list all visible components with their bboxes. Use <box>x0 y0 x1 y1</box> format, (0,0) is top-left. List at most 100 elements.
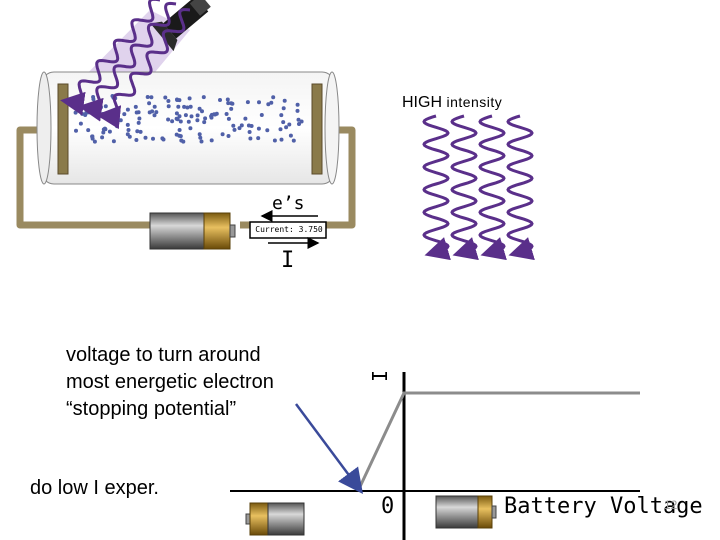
electron-dot <box>281 120 286 125</box>
electron-dot <box>256 136 261 141</box>
stopping-potential-text: voltage to turn around most energetic el… <box>66 342 274 423</box>
electron-dot <box>195 113 200 118</box>
anode-plate <box>311 83 323 175</box>
electron-dot <box>295 108 300 113</box>
electron-dot <box>125 122 130 127</box>
electron-dot <box>197 106 202 111</box>
electron-dot <box>177 114 182 119</box>
electron-dot <box>143 135 148 140</box>
electron-dot <box>125 132 130 137</box>
low-intensity-note: do low I exper. <box>30 477 159 499</box>
electron-dot <box>177 133 182 138</box>
incident-waves <box>60 0 191 130</box>
electron-dot <box>138 129 143 134</box>
electron-dot <box>256 126 261 131</box>
meter-readout: Current: 3.750 <box>255 225 323 234</box>
slide-number: 12 <box>664 498 678 512</box>
electron-dot <box>257 100 261 105</box>
electron-dot <box>237 126 242 131</box>
electron-dot <box>111 139 116 144</box>
electron-dot <box>136 120 141 125</box>
electron-dot <box>185 105 190 110</box>
electron-dot <box>135 129 140 134</box>
electron-dot <box>288 133 293 138</box>
incident-wave <box>96 8 191 130</box>
electron-dot <box>279 113 284 118</box>
electron-dot <box>133 104 138 109</box>
electron-dot <box>182 104 187 109</box>
graph-y-axis-label: I <box>368 369 393 383</box>
electron-dot <box>174 116 179 121</box>
electron-dot <box>137 116 142 121</box>
intensity-wave <box>506 114 535 261</box>
electron-dot <box>136 110 141 115</box>
electron-dot <box>265 128 270 133</box>
electron-dot <box>195 118 200 123</box>
high-intensity-waves <box>422 114 535 261</box>
electron-dot <box>281 106 286 111</box>
electron-dot <box>291 138 296 143</box>
stopping-line-1: voltage to turn around <box>66 344 261 366</box>
electron-dot <box>151 136 155 141</box>
electron-dot <box>186 119 191 124</box>
electron-dot <box>232 127 237 132</box>
graph-curve <box>356 391 640 492</box>
electron-dot <box>101 112 105 116</box>
electron-dot <box>297 122 301 126</box>
intensity-word: intensity <box>446 94 503 110</box>
high-word: HIGH <box>402 94 442 111</box>
electron-dot <box>149 95 154 100</box>
electron-dot <box>245 100 250 105</box>
electron-dot <box>282 98 287 103</box>
electron-dot <box>74 128 78 133</box>
electron-dot <box>80 111 85 116</box>
electron-dot <box>188 104 193 109</box>
electron-dot <box>90 134 95 139</box>
electron-dot <box>187 96 192 101</box>
electron-dot <box>299 119 304 124</box>
electron-dot <box>152 113 157 118</box>
intensity-wave <box>450 114 479 261</box>
electron-dot <box>225 97 230 102</box>
electron-dot <box>175 98 180 102</box>
electron-dot <box>209 138 214 143</box>
electron-dot <box>102 126 107 131</box>
electron-dot <box>248 136 253 141</box>
electron-dot <box>230 101 235 106</box>
electron-dot <box>103 104 108 109</box>
electron-dot <box>226 116 231 121</box>
electron-dot <box>147 101 152 106</box>
battery-forward-icon <box>435 495 497 529</box>
high-intensity-label: HIGH intensity <box>402 94 502 112</box>
intensity-wave <box>478 114 507 261</box>
electron-dot <box>271 95 276 100</box>
electron-dot <box>115 124 119 129</box>
electron-dot <box>259 113 264 117</box>
electron-dot <box>166 99 171 103</box>
electron-dot <box>229 106 234 111</box>
electron-dot <box>188 126 193 131</box>
electron-dot <box>160 136 165 141</box>
vacuum-tube <box>36 71 340 185</box>
current-label: I <box>281 248 295 273</box>
electron-dot <box>214 111 219 116</box>
electron-dot <box>278 127 283 132</box>
electron-dot <box>100 135 105 140</box>
electron-dot <box>209 115 214 120</box>
electron-dot <box>220 132 225 137</box>
electron-dot <box>126 128 131 132</box>
electron-dot <box>125 107 130 112</box>
electron-dot <box>189 114 194 119</box>
electron-dot <box>92 139 97 144</box>
battery-reversed-icon <box>245 502 305 536</box>
stopping-line-3: “stopping potential” <box>66 398 237 420</box>
electron-dot <box>122 112 127 117</box>
cathode-plate <box>57 83 69 175</box>
electron-dot <box>269 100 274 105</box>
electron-dot <box>202 120 207 125</box>
incident-wave <box>78 1 177 122</box>
electron-dot <box>154 110 159 115</box>
electron-dot <box>295 102 300 107</box>
graph-x-axis-label: Battery Voltage <box>504 494 703 519</box>
electron-dot <box>152 104 157 109</box>
